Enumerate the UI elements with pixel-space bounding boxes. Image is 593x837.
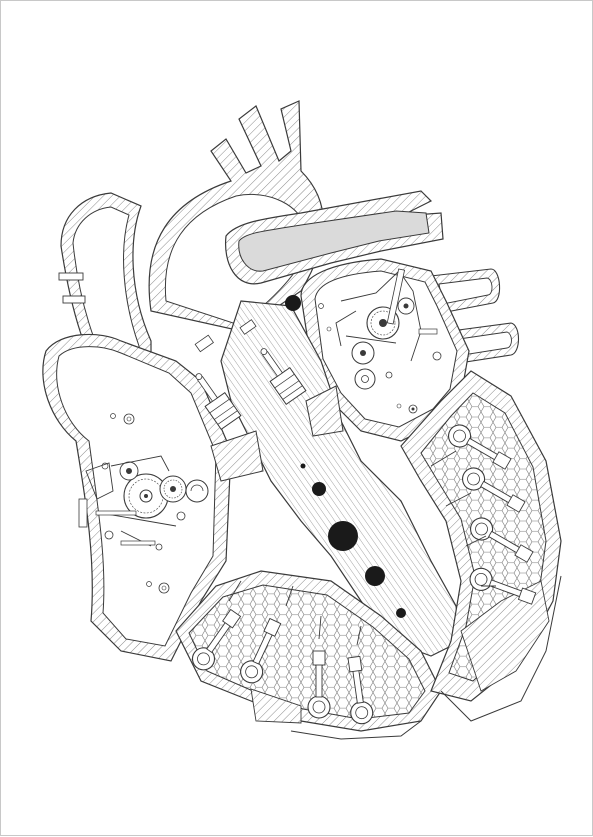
- valve-icon: [462, 467, 526, 513]
- pulmonary-artery: [224, 190, 444, 285]
- gear-icon: [123, 473, 169, 519]
- gear-icon: [397, 297, 415, 315]
- piston-icon: [260, 348, 307, 406]
- septum-dark-spot: [312, 482, 326, 496]
- piston-icon: [195, 373, 242, 431]
- septum-dark-spot: [365, 566, 385, 586]
- septum-dark-spot: [328, 521, 358, 551]
- valve-icon: [347, 655, 374, 725]
- gear-icon: [119, 461, 139, 481]
- septum-dark-spot: [396, 608, 406, 618]
- gear-icon: [354, 368, 376, 390]
- septum-dark-spot: [285, 295, 301, 311]
- valve-icon: [240, 617, 282, 684]
- right-ventricle: [175, 570, 442, 732]
- valve-icon: [448, 424, 512, 470]
- valve-icon: [307, 650, 331, 719]
- valve-icon: [191, 608, 242, 671]
- left-atrium-gear-mechanism: [318, 268, 442, 414]
- gear-icon: [351, 341, 375, 365]
- gear-icon: [185, 479, 209, 503]
- left-atrium: [300, 258, 470, 442]
- gear-icon: [159, 475, 187, 503]
- right-atrium-gear-mechanism: [78, 413, 209, 594]
- valve-icon: [470, 517, 534, 563]
- valve-icon: [469, 567, 537, 605]
